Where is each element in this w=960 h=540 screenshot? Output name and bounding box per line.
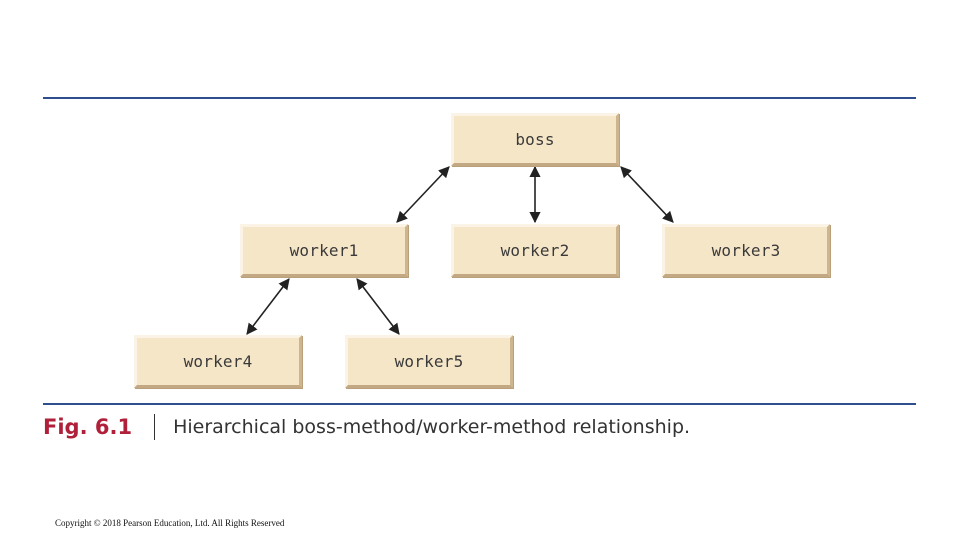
node-worker5-label: worker5: [394, 352, 464, 371]
node-boss-label: boss: [515, 130, 555, 149]
node-worker4-label: worker4: [183, 352, 253, 371]
node-worker4: worker4: [134, 335, 302, 388]
node-worker5: worker5: [345, 335, 513, 388]
bottom-rule: [43, 403, 916, 405]
figure-caption: Fig. 6.1 Hierarchical boss-method/worker…: [43, 414, 690, 440]
top-rule: [43, 97, 916, 99]
figure-caption-text: Hierarchical boss-method/worker-method r…: [173, 416, 691, 438]
node-worker3-label: worker3: [711, 241, 781, 260]
copyright-notice: Copyright © 2018 Pearson Education, Ltd.…: [55, 518, 285, 528]
caption-divider: [154, 414, 156, 440]
node-worker1-label: worker1: [289, 241, 359, 260]
node-worker1: worker1: [240, 224, 408, 277]
node-worker2-label: worker2: [500, 241, 570, 260]
edge-worker1-worker5: [356, 278, 400, 335]
edge-boss-worker3: [620, 166, 674, 223]
node-boss: boss: [451, 113, 619, 166]
edge-boss-worker1: [396, 166, 450, 223]
node-worker3: worker3: [662, 224, 830, 277]
edge-worker1-worker4: [246, 278, 290, 335]
node-worker2: worker2: [451, 224, 619, 277]
figure-label: Fig. 6.1: [43, 415, 133, 439]
